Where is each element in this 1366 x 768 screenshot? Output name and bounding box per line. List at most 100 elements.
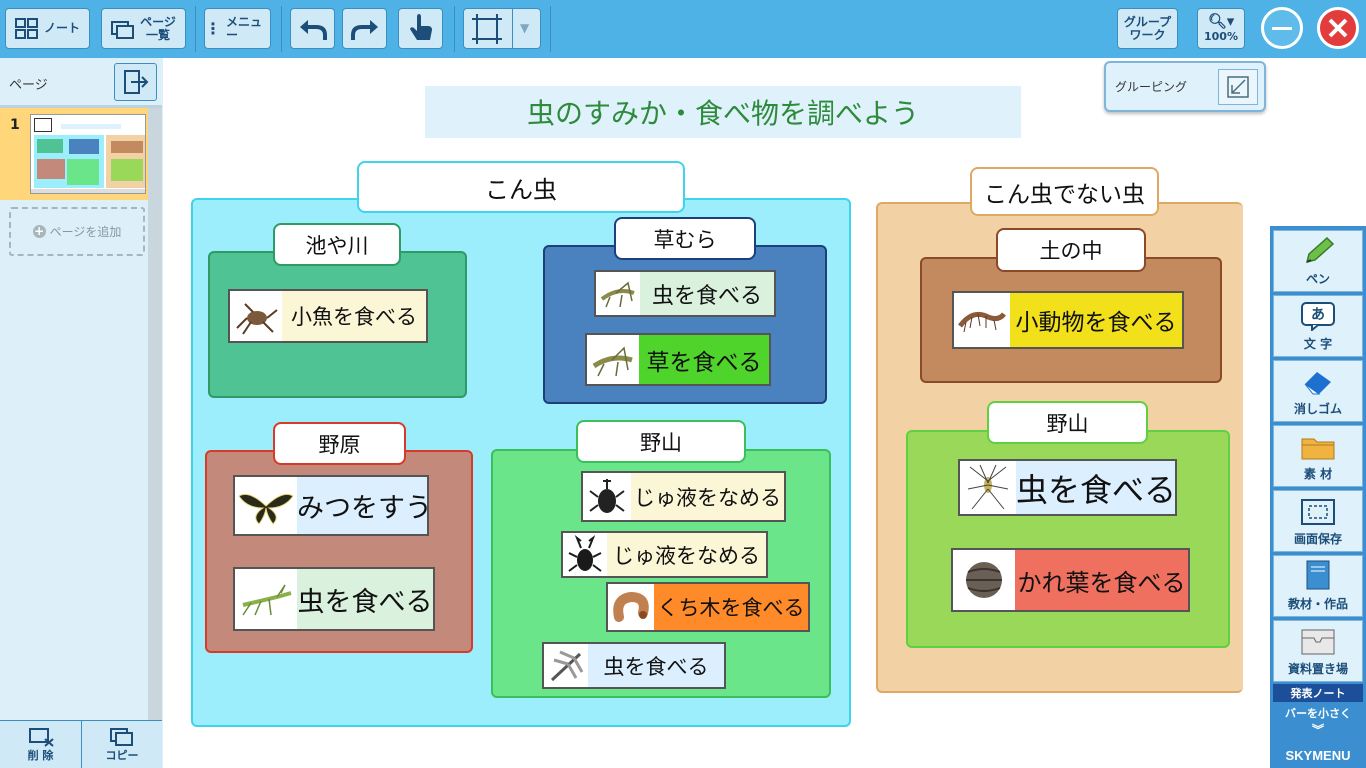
grasshopper-icon (587, 335, 639, 384)
card-field-2[interactable]: 虫を食べる (233, 567, 435, 631)
insect-group-label[interactable]: こん虫 (357, 161, 685, 213)
card-text: 虫を食べる (640, 272, 774, 315)
text-tool-button[interactable]: あ 文 字 (1273, 295, 1363, 357)
sidebar-header: ページ (9, 78, 48, 93)
add-page-button[interactable]: + ページを追加 (9, 207, 145, 256)
section-mountain-label[interactable]: 野山 (576, 420, 746, 463)
teaching-materials-button[interactable]: 教材・作品 (1273, 555, 1363, 617)
card-text: 虫を食べる (1016, 461, 1175, 514)
card-soil-1[interactable]: 小動物を食べる (952, 291, 1184, 349)
card-text: 小動物を食べる (1010, 293, 1182, 347)
section-soil-label[interactable]: 土の中 (996, 228, 1146, 272)
document-storage-button[interactable]: 資料置き場 (1273, 620, 1363, 682)
grouping-panel[interactable]: グルーピング (1104, 61, 1266, 112)
spider-icon (960, 461, 1016, 514)
pages-icon (111, 20, 135, 39)
minimize-icon (1272, 27, 1292, 30)
eraser-tool-button[interactable]: 消しゴム (1273, 360, 1363, 422)
card-text: じゅ液をなめる (631, 473, 784, 520)
stag-beetle-icon (563, 533, 607, 576)
tool-label: 資料置き場 (1287, 662, 1348, 676)
tool-label: 教材・作品 (1287, 597, 1348, 611)
card-mountain-2[interactable]: じゅ液をなめる (561, 531, 768, 578)
tool-label: 素 材 (1303, 467, 1333, 481)
page-thumbnail (30, 114, 146, 194)
card-field-1[interactable]: みつをすう (233, 475, 429, 536)
group-work-label-1: グループ (1123, 14, 1172, 29)
add-page-label: ページを追加 (49, 225, 122, 239)
grouping-collapse-button[interactable] (1218, 69, 1258, 105)
card-mountain-4[interactable]: 虫を食べる (542, 642, 726, 689)
card-mountain-3[interactable]: くち木を食べる (606, 582, 810, 632)
copy-label: コピー (105, 748, 139, 762)
centipede-icon (954, 293, 1010, 347)
close-button[interactable] (1317, 7, 1359, 49)
dragonfly-icon (544, 644, 588, 687)
chevron-down-icon[interactable]: ▼ (520, 21, 530, 36)
group-work-button[interactable]: グループ ワーク (1117, 8, 1178, 49)
card-text: みつをすう (297, 477, 427, 534)
card-spider[interactable]: 虫を食べる (958, 459, 1177, 516)
shrink-bar-button[interactable]: バーを小さく ︾ (1273, 705, 1363, 745)
selection-tool-button[interactable]: ▼ (463, 8, 541, 49)
copy-page-button[interactable]: コピー (82, 721, 162, 768)
page-title[interactable]: 虫のすみか・食べ物を調べよう (425, 86, 1021, 138)
pill-bug-icon (953, 550, 1015, 610)
minimize-button[interactable] (1261, 7, 1303, 49)
svg-text:あ: あ (1311, 307, 1325, 323)
card-text: 小魚を食べる (282, 291, 426, 341)
section-pond-label[interactable]: 池や川 (273, 223, 401, 266)
touch-mode-button[interactable] (398, 8, 443, 49)
screen-save-button[interactable]: 画面保存 (1273, 490, 1363, 552)
section-mountain-non-insect-label[interactable]: 野山 (987, 401, 1148, 444)
page-list-label-1: ページ (140, 14, 176, 29)
note-button[interactable]: ノート (5, 8, 90, 49)
card-grass-1[interactable]: 虫を食べる (594, 270, 776, 317)
shrink-bar-label: バーを小さく (1285, 707, 1351, 720)
section-field-label[interactable]: 野原 (273, 422, 406, 465)
card-text: じゅ液をなめる (607, 533, 766, 576)
undo-icon (299, 19, 327, 40)
materials-button[interactable]: 素 材 (1273, 425, 1363, 487)
page-number: 1 (10, 117, 20, 133)
screen-capture-icon (1301, 499, 1335, 525)
grouping-label: グルーピング (1115, 80, 1188, 94)
card-grass-2[interactable]: 草を食べる (585, 333, 771, 386)
delete-page-button[interactable]: 削 除 (0, 721, 81, 768)
pen-icon (1305, 236, 1335, 264)
presentation-note-button[interactable]: 発表ノート (1273, 684, 1363, 702)
magnifier-icon: 🔍︎▾ (1207, 12, 1235, 31)
redo-button[interactable] (342, 8, 387, 49)
page-list-button[interactable]: ページ一覧 (101, 8, 186, 49)
collapse-sidebar-button[interactable] (114, 63, 157, 101)
tool-label: 文 字 (1303, 337, 1333, 351)
selection-frame-icon (472, 13, 502, 44)
tool-label: 消しゴム (1293, 402, 1342, 416)
card-text: 虫を食べる (588, 644, 724, 687)
section-grass-label[interactable]: 草むら (614, 217, 756, 260)
pen-tool-button[interactable]: ペン (1273, 230, 1363, 292)
text-icon: あ (1301, 302, 1335, 331)
copy-page-icon (110, 727, 133, 746)
grasshopper-icon (596, 272, 640, 315)
undo-button[interactable] (290, 8, 335, 49)
card-mountain-1[interactable]: じゅ液をなめる (581, 471, 786, 522)
grid-icon (14, 17, 38, 39)
card-pond-1[interactable]: 小魚を食べる (228, 289, 428, 343)
zoom-level: 100% (1204, 30, 1238, 44)
sidebar-scrollbar[interactable] (148, 108, 162, 720)
menu-label: メニュー (226, 14, 263, 42)
non-insect-group-label[interactable]: こん虫でない虫 (970, 167, 1159, 216)
larva-icon (608, 584, 654, 630)
card-text: 虫を食べる (297, 569, 433, 629)
card-text: かれ葉を食べる (1015, 550, 1188, 610)
card-pill-bug[interactable]: かれ葉を食べる (951, 548, 1190, 612)
zoom-button[interactable]: 🔍︎▾ 100% (1197, 8, 1245, 49)
butterfly-icon (235, 477, 297, 534)
close-icon (1328, 18, 1348, 38)
beetle-icon (583, 473, 631, 520)
water-bug-icon (230, 291, 282, 341)
note-label: ノート (43, 21, 80, 36)
dots-icon: ⋮ (205, 18, 221, 38)
menu-button[interactable]: ⋮ メニュー (204, 8, 271, 49)
